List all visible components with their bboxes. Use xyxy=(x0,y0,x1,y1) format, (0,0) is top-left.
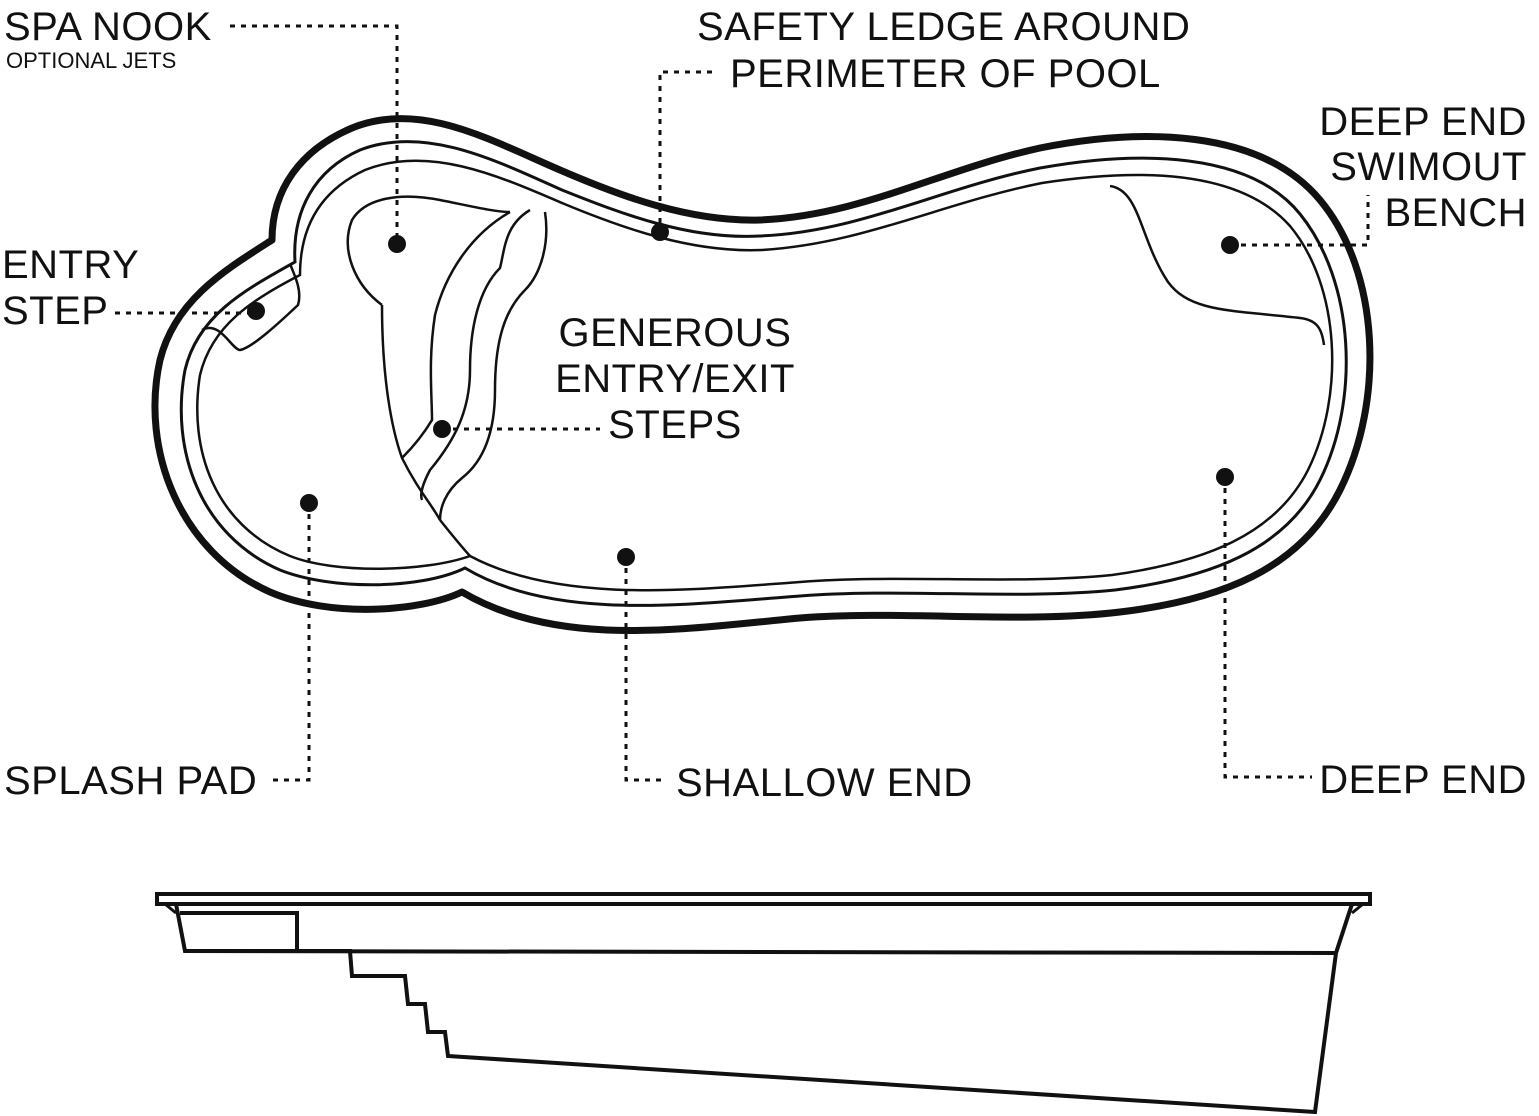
label-entry-step-1: ENTRY xyxy=(2,243,139,287)
dot-shallow-end xyxy=(617,548,635,566)
label-deep-end: DEEP END xyxy=(1319,758,1527,802)
step-curve-2 xyxy=(401,210,511,459)
label-swimout-bench-3: BENCH xyxy=(1384,191,1527,235)
section-ledge-line xyxy=(184,949,1337,955)
dot-safety-ledge xyxy=(651,223,669,241)
marker-dots xyxy=(247,223,1239,566)
leader-lines xyxy=(115,24,1370,782)
pool-section-view xyxy=(155,892,1372,1115)
section-rim-left xyxy=(164,902,177,915)
safety-ledge-line-inner xyxy=(196,159,1334,592)
label-steps-3: STEPS xyxy=(608,403,742,447)
label-shallow-end: SHALLOW END xyxy=(676,761,973,805)
section-spa-nook xyxy=(180,911,299,951)
step-curve-3 xyxy=(420,208,531,501)
labels: SPA NOOK OPTIONAL JETS SAFETY LEDGE AROU… xyxy=(2,5,1527,805)
leader-shallow-end xyxy=(624,557,665,782)
dot-entry-step xyxy=(247,302,265,320)
dot-swimout-bench xyxy=(1221,236,1239,254)
label-entry-step-2: STEP xyxy=(2,289,108,333)
label-spa-nook: SPA NOOK xyxy=(4,5,212,49)
dot-steps xyxy=(433,420,451,438)
leader-safety-ledge xyxy=(658,70,712,232)
section-coping xyxy=(155,892,1372,906)
dot-deep-end xyxy=(1216,468,1234,486)
swimout-bench-outline xyxy=(1109,184,1326,346)
dot-spa-nook xyxy=(388,235,406,253)
safety-ledge-line-outer xyxy=(179,140,1348,607)
label-splash-pad: SPLASH PAD xyxy=(4,759,257,803)
dot-splash-pad xyxy=(300,494,318,512)
section-profile xyxy=(173,902,1355,1115)
step-curve-5 xyxy=(439,519,471,557)
label-swimout-bench-2: SWIMOUT xyxy=(1330,145,1527,189)
pool-outer-outline xyxy=(151,115,1374,635)
label-steps-1: GENEROUS xyxy=(559,311,792,355)
leader-deep-end xyxy=(1223,477,1312,779)
section-rim-right xyxy=(1351,902,1364,915)
leader-swimout-bench xyxy=(1230,195,1370,247)
label-safety-ledge-1: SAFETY LEDGE AROUND xyxy=(697,5,1190,49)
leader-spa-nook xyxy=(230,24,399,244)
step-curve-1 xyxy=(380,304,442,521)
spa-nook-outline xyxy=(346,195,511,307)
pool-plan-view xyxy=(151,115,1374,635)
label-spa-nook-sub: OPTIONAL JETS xyxy=(6,48,176,73)
entry-step-outline xyxy=(201,263,301,352)
leader-splash-pad xyxy=(270,503,311,782)
label-swimout-bench-1: DEEP END xyxy=(1319,100,1527,144)
label-safety-ledge-2: PERIMETER OF POOL xyxy=(730,52,1161,96)
label-steps-2: ENTRY/EXIT xyxy=(555,357,795,401)
step-curve-4 xyxy=(438,211,548,521)
